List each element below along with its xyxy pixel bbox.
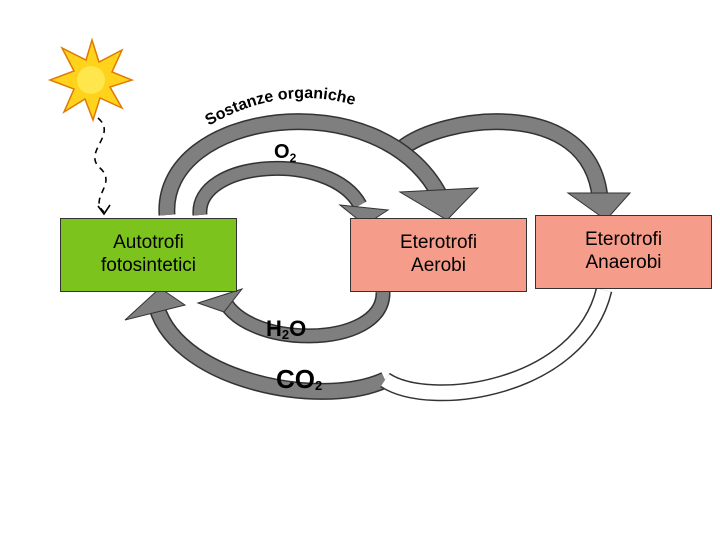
eterotrofi-anaerobi-box: Eterotrofi Anaerobi xyxy=(535,215,712,289)
light-dashed-arrow xyxy=(94,117,111,216)
aerobi-line2: Aerobi xyxy=(411,255,466,276)
eterotrofi-aerobi-box: Eterotrofi Aerobi xyxy=(350,218,527,292)
anaerobi-line2: Anaerobi xyxy=(585,252,662,273)
h2o-arc-arrow xyxy=(196,288,391,344)
organic-matter-arc-arrow xyxy=(158,113,480,221)
co2-arc-arrow xyxy=(124,287,389,400)
anaerobi-line1: Eterotrofi xyxy=(584,229,663,251)
o2-label: O2 xyxy=(274,141,297,165)
autotrofi-line2: fotosintetici xyxy=(100,255,197,276)
autotrofi-box: Autotrofi fotosintetici xyxy=(60,218,237,292)
co2-label: CO2 xyxy=(276,364,322,394)
h2o-label: H2O xyxy=(266,316,306,342)
anaerobi-return-arc xyxy=(380,287,613,402)
sun-icon xyxy=(47,37,135,123)
aerobi-line1: Eterotrofi xyxy=(399,232,478,254)
autotrofi-line1: Autotrofi xyxy=(113,232,184,254)
o2-arc-arrow xyxy=(192,160,390,226)
anaerobi-arc-arrow xyxy=(394,113,632,221)
